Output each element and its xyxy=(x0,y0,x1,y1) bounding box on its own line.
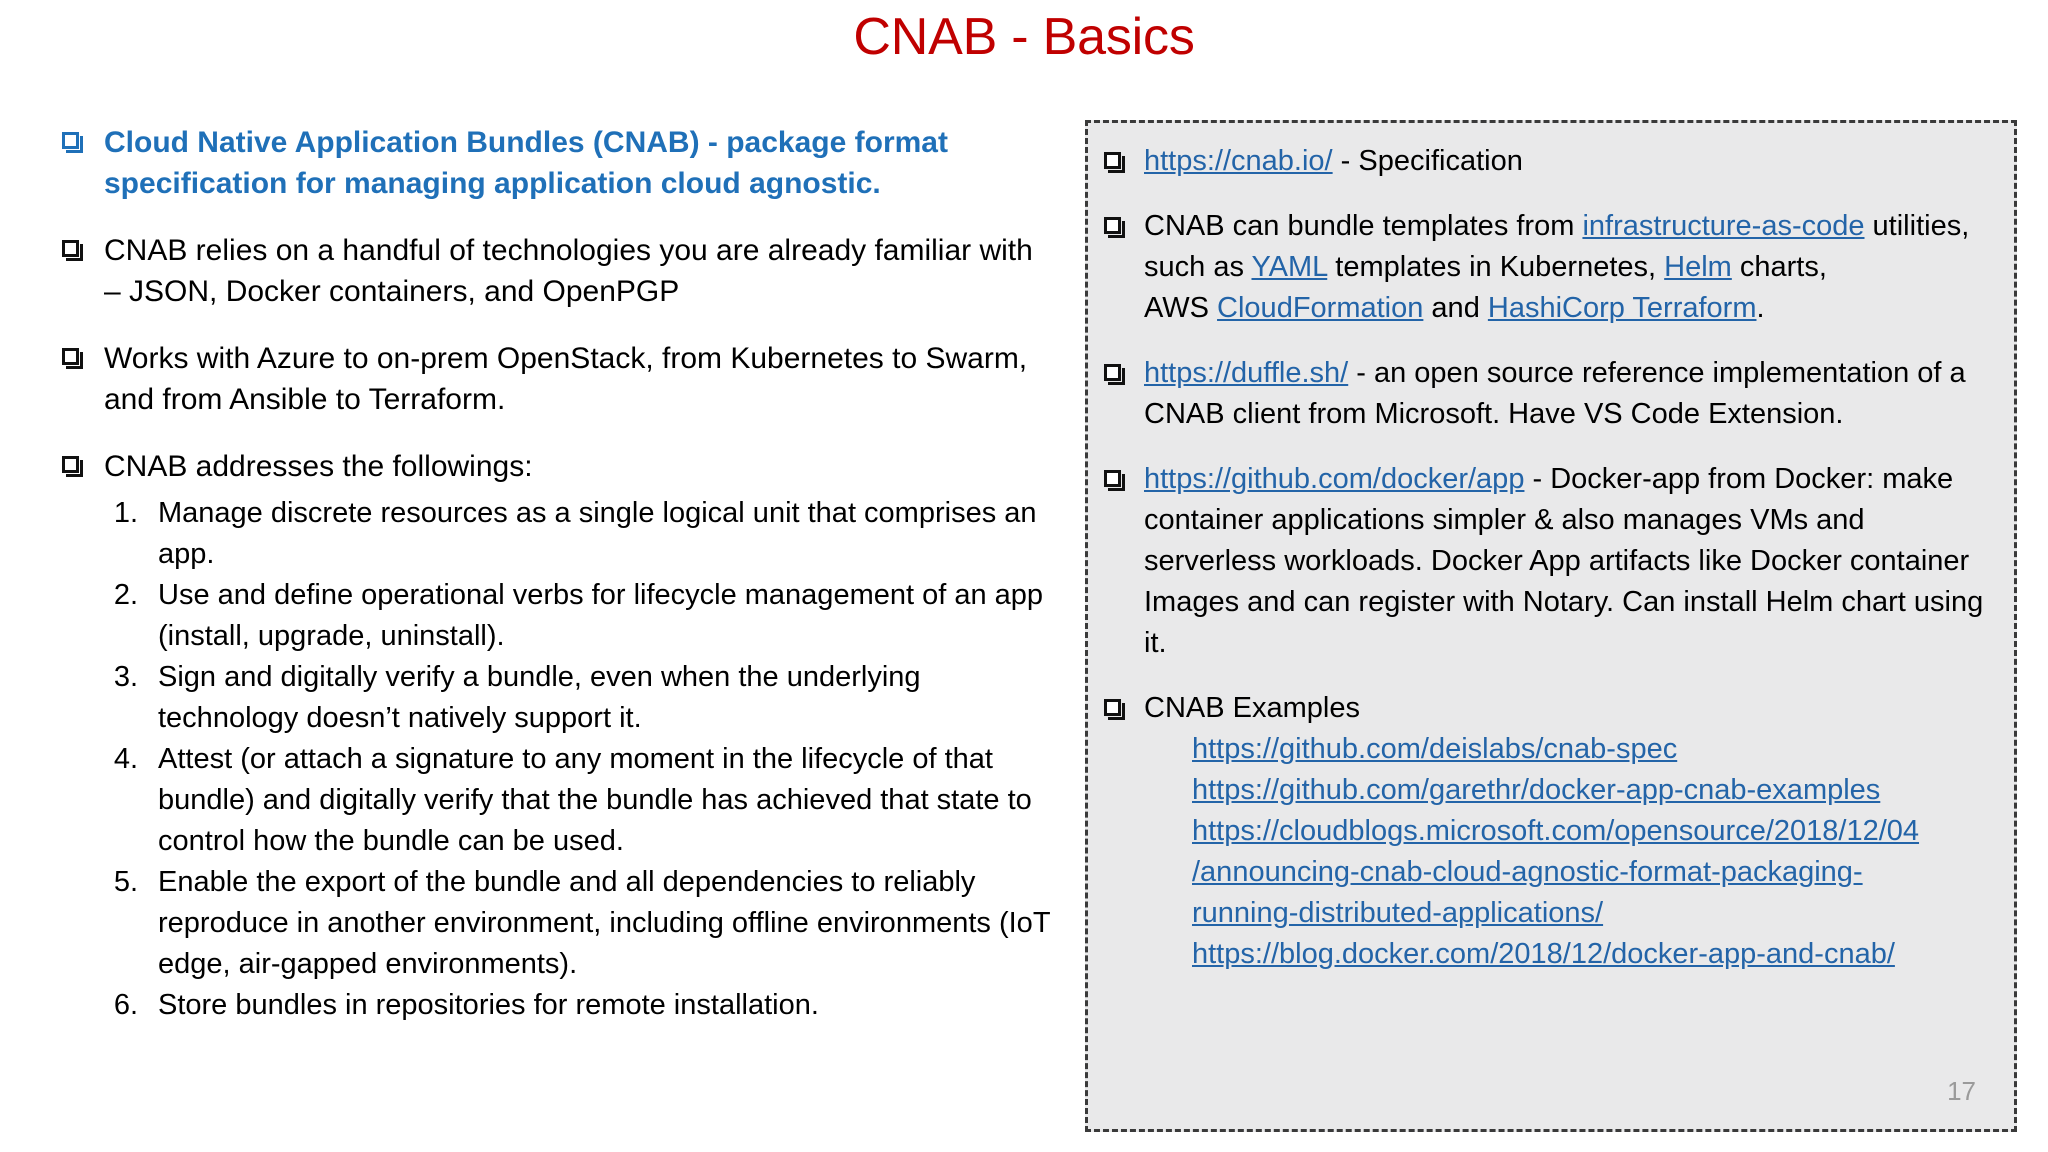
list-item: 6. Store bundles in repositories for rem… xyxy=(104,985,1052,1026)
reference-suffix: - an open source reference implementatio… xyxy=(1144,357,1966,430)
link-helm[interactable]: Helm xyxy=(1664,251,1732,283)
square-bullet-icon xyxy=(62,348,84,370)
slide-number: 17 xyxy=(1947,1076,1976,1106)
reference-text: https://cnab.io/ - Specification xyxy=(1144,141,2000,182)
bullet-label: CNAB relies on a handful of technologies… xyxy=(104,234,1033,308)
list-item-label: Manage discrete resources as a single lo… xyxy=(158,497,1037,570)
list-item-number: 1. xyxy=(113,497,138,529)
text-fragment: utilities, such as xyxy=(1144,210,1970,283)
reference-suffix: - Specification xyxy=(1332,145,1523,177)
list-item-number: 6. xyxy=(113,989,138,1021)
reference-item-docker-app: https://github.com/docker/app - Docker-a… xyxy=(1104,459,2000,664)
square-bullet-icon xyxy=(1104,364,1126,386)
link-cloudformation[interactable]: CloudFormation xyxy=(1217,292,1424,324)
link-duffle-sh[interactable]: https://duffle.sh/ xyxy=(1144,357,1349,389)
link-blog-docker-app-and-cnab[interactable]: https://blog.docker.com/2018/12/docker-a… xyxy=(1192,938,1895,970)
list-item: 2. Use and define operational verbs for … xyxy=(104,575,1052,657)
text-fragment: AWS xyxy=(1144,292,1218,324)
link-infrastructure-as-code[interactable]: infrastructure-as-code xyxy=(1582,210,1865,242)
bullet-label: Works with Azure to on-prem OpenStack, f… xyxy=(104,342,1028,416)
list-item-number: 5. xyxy=(113,866,138,898)
reference-item-examples: CNAB Examples https://github.com/deislab… xyxy=(1104,688,2000,975)
example-links-list: https://github.com/deislabs/cnab-spec ht… xyxy=(1192,729,2000,975)
reference-text: CNAB can bundle templates from infrastru… xyxy=(1144,206,2000,329)
text-fragment: templates in Kubernetes, xyxy=(1327,251,1665,283)
list-item-label: Enable the export of the bundle and all … xyxy=(158,866,1051,980)
numbered-list: 1. Manage discrete resources as a single… xyxy=(104,493,1052,1026)
list-item: 3. Sign and digitally verify a bundle, e… xyxy=(104,657,1052,739)
list-item: 5. Enable the export of the bundle and a… xyxy=(104,862,1052,985)
list-item: 4. Attest (or attach a signature to any … xyxy=(104,739,1052,862)
reference-item-cnab-io: https://cnab.io/ - Specification xyxy=(1104,141,2000,182)
page-title: CNAB - Basics xyxy=(853,8,1195,66)
reference-text: https://duffle.sh/ - an open source refe… xyxy=(1144,353,2000,435)
bullet-label: CNAB addresses the followings: xyxy=(104,450,533,483)
bullet-item-technologies: CNAB relies on a handful of technologies… xyxy=(62,230,1052,312)
link-cloudblogs-announcing-line3[interactable]: running-distributed-applications/ xyxy=(1192,897,1604,929)
list-item-number: 4. xyxy=(113,743,138,775)
examples-heading: CNAB Examples xyxy=(1144,692,1360,724)
square-bullet-icon xyxy=(62,132,84,154)
square-bullet-icon xyxy=(1104,699,1126,721)
reference-suffix: - Docker-app from Docker: make container… xyxy=(1144,463,1984,659)
link-cnab-spec[interactable]: https://github.com/deislabs/cnab-spec xyxy=(1192,733,1678,765)
list-item: 1. Manage discrete resources as a single… xyxy=(104,493,1052,575)
text-fragment: charts, xyxy=(1731,251,1827,283)
list-item-number: 2. xyxy=(113,579,138,611)
bullet-label: Cloud Native Application Bundles (CNAB) … xyxy=(104,126,948,200)
list-item-number: 3. xyxy=(113,661,138,693)
text-fragment: CNAB can bundle templates from xyxy=(1144,210,1583,242)
link-hashicorp-terraform[interactable]: HashiCorp Terraform xyxy=(1487,292,1757,324)
references-panel: https://cnab.io/ - Specification CNAB ca… xyxy=(1085,120,2017,1132)
link-github-docker-app[interactable]: https://github.com/docker/app xyxy=(1144,463,1525,495)
square-bullet-icon xyxy=(1104,152,1126,174)
link-docker-app-cnab-examples[interactable]: https://github.com/garethr/docker-app-cn… xyxy=(1192,774,1881,806)
link-cnab-io[interactable]: https://cnab.io/ xyxy=(1144,145,1333,177)
text-fragment: and xyxy=(1423,292,1488,324)
square-bullet-icon xyxy=(1104,217,1126,239)
reference-item-duffle: https://duffle.sh/ - an open source refe… xyxy=(1104,353,2000,435)
reference-text: CNAB Examples https://github.com/deislab… xyxy=(1144,688,2000,975)
reference-text: https://github.com/docker/app - Docker-a… xyxy=(1144,459,2000,664)
bullet-item-addresses: CNAB addresses the followings: 1. Manage… xyxy=(62,446,1052,1026)
reference-item-templates: CNAB can bundle templates from infrastru… xyxy=(1104,206,2000,329)
bullet-item-cnab-definition: Cloud Native Application Bundles (CNAB) … xyxy=(62,122,1052,204)
left-content-column: Cloud Native Application Bundles (CNAB) … xyxy=(62,122,1052,1026)
list-item-label: Attest (or attach a signature to any mom… xyxy=(158,743,1032,857)
list-item-label: Store bundles in repositories for remote… xyxy=(158,989,819,1021)
square-bullet-icon xyxy=(62,456,84,478)
link-cloudblogs-announcing-line1[interactable]: https://cloudblogs.microsoft.com/opensou… xyxy=(1192,815,1920,847)
list-item-label: Use and define operational verbs for lif… xyxy=(158,579,1044,652)
list-item-label: Sign and digitally verify a bundle, even… xyxy=(158,661,921,734)
text-fragment: . xyxy=(1756,292,1765,324)
bullet-item-works-with: Works with Azure to on-prem OpenStack, f… xyxy=(62,338,1052,420)
square-bullet-icon xyxy=(62,240,84,262)
link-cloudblogs-announcing-line2[interactable]: /announcing-cnab-cloud-agnostic-format-p… xyxy=(1192,856,1863,888)
square-bullet-icon xyxy=(1104,470,1126,492)
link-yaml[interactable]: YAML xyxy=(1251,251,1328,283)
